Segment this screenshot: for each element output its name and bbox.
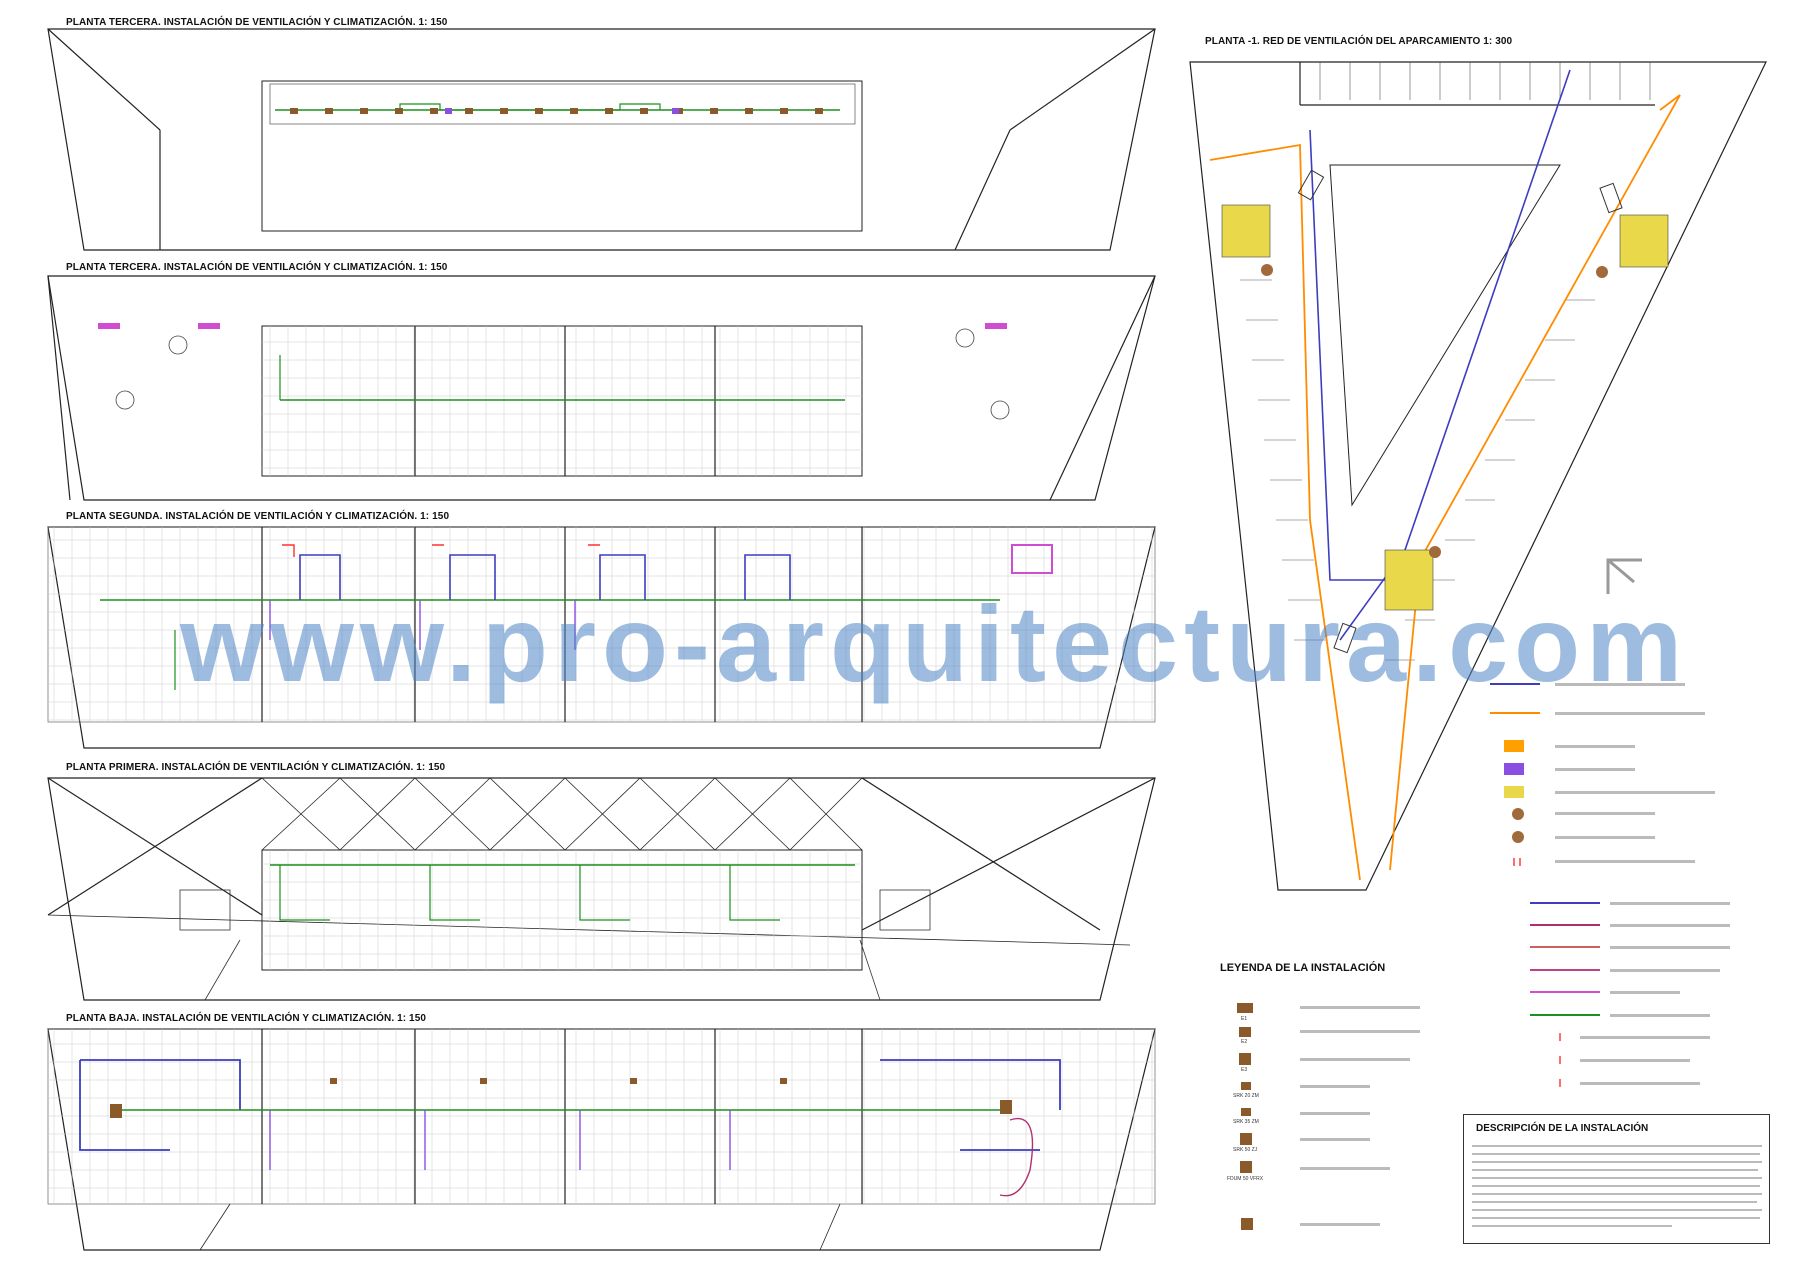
plan-title-primera: PLANTA PRIMERA. INSTALACIÓN DE VENTILACI… [66, 762, 446, 773]
plan-baja [47, 1028, 1156, 1251]
plan-tercera-cubierta [47, 28, 1156, 251]
legend-code-e2: E2 [1241, 1039, 1248, 1045]
legend-code-e1: E1 [1241, 1016, 1248, 1022]
description-line [1472, 1185, 1760, 1187]
description-line [1472, 1177, 1762, 1179]
tercera-pink-units [98, 323, 1007, 329]
description-line [1472, 1225, 1672, 1227]
legend-code-srk20: SRK 20 ZM [1233, 1093, 1259, 1099]
plan-parking [1189, 61, 1767, 891]
legend-code-e3: E3 [1241, 1067, 1248, 1073]
description-box: DESCRIPCIÓN DE LA INSTALACIÓN [1463, 1114, 1770, 1244]
legend-code-fdum50: FDUM 50 VFRX [1227, 1176, 1264, 1182]
description-line [1472, 1201, 1757, 1203]
description-line [1472, 1169, 1758, 1171]
plan-title-tercera: PLANTA TERCERA. INSTALACIÓN DE VENTILACI… [66, 262, 448, 273]
north-arrow-icon [1606, 558, 1642, 594]
description-line [1472, 1193, 1762, 1195]
legend-line-samples [1530, 902, 1600, 1087]
plan-title-baja: PLANTA BAJA. INSTALACIÓN DE VENTILACIÓN … [66, 1013, 427, 1024]
legend-equipment-symbols [1237, 1003, 1253, 1230]
description-title: DESCRIPCIÓN DE LA INSTALACIÓN [1476, 1123, 1649, 1134]
watermark: www.pro-arquitectura.com [180, 583, 1689, 704]
baja-equipment [110, 1078, 1012, 1118]
plan-title-segunda: PLANTA SEGUNDA. INSTALACIÓN DE VENTILACI… [66, 511, 450, 522]
legend-text-placeholders [1300, 683, 1730, 1226]
plan-tercera [47, 275, 1156, 501]
description-line [1472, 1217, 1760, 1219]
plan-segunda [47, 526, 1156, 749]
plan-primera [47, 777, 1156, 1001]
tercera-cubierta-equipment [290, 108, 823, 114]
description-line [1472, 1209, 1762, 1211]
legend-code-srk35: SRK 35 ZM [1233, 1119, 1259, 1125]
plan-title-tercera-cubierta: PLANTA TERCERA. INSTALACIÓN DE VENTILACI… [66, 17, 448, 28]
parking-stair-cores [1221, 204, 1669, 611]
parking-plan-title: PLANTA -1. RED DE VENTILACIÓN DEL APARCA… [1205, 36, 1513, 47]
legend-parking-symbols [1490, 683, 1540, 866]
legend-title: LEYENDA DE LA INSTALACIÓN [1220, 962, 1386, 974]
parking-fans [1261, 264, 1608, 558]
description-line [1472, 1145, 1762, 1147]
parking-cars [1297, 169, 1623, 654]
description-line [1472, 1153, 1760, 1155]
legend-code-srk50: SRK 50 ZJ [1233, 1147, 1258, 1153]
description-line [1472, 1161, 1762, 1163]
